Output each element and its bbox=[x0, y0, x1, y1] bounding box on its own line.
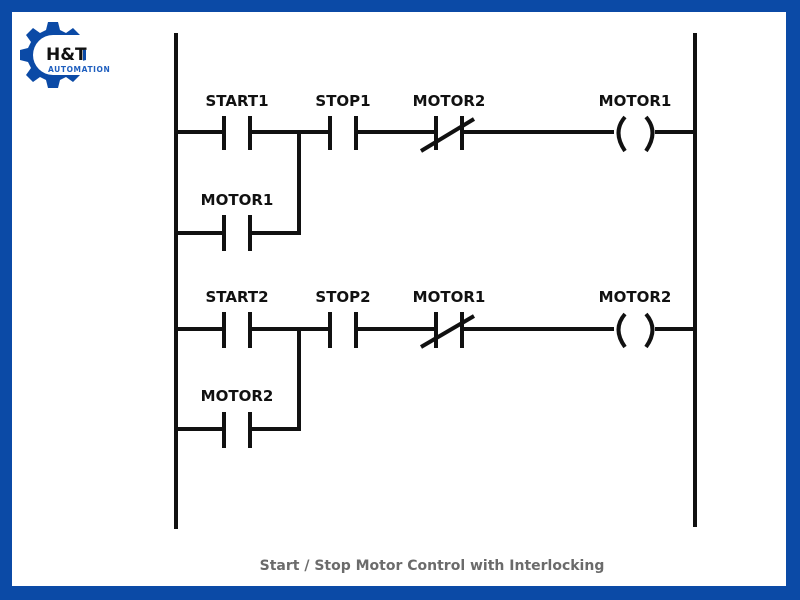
contact-stop2 bbox=[328, 312, 358, 348]
label-start2: START2 bbox=[205, 288, 268, 306]
label-stop1: STOP1 bbox=[315, 92, 370, 110]
branch-motor1 bbox=[176, 130, 301, 251]
coil-motor2 bbox=[616, 312, 655, 349]
contact-stop1 bbox=[328, 116, 358, 150]
label-motor2-nc: MOTOR2 bbox=[413, 92, 486, 110]
label-stop2: STOP2 bbox=[315, 288, 370, 306]
label-motor1-nc: MOTOR1 bbox=[413, 288, 486, 306]
gear-icon bbox=[20, 22, 86, 88]
contact-start2 bbox=[222, 312, 252, 348]
contact-motor1-nc bbox=[419, 312, 476, 349]
coil-motor1 bbox=[616, 115, 655, 153]
label-branch-motor1: MOTOR1 bbox=[201, 191, 274, 209]
logo-subtitle: AUTOMATION bbox=[48, 65, 110, 74]
label-branch-motor2: MOTOR2 bbox=[201, 387, 274, 405]
diagram-caption: Start / Stop Motor Control with Interloc… bbox=[260, 558, 605, 574]
rung-1 bbox=[176, 115, 695, 251]
diagram-canvas bbox=[12, 12, 786, 586]
contact-start1 bbox=[222, 116, 252, 150]
logo-brand: H&T bbox=[46, 45, 87, 65]
label-start1: START1 bbox=[205, 92, 268, 110]
contact-motor2-nc bbox=[419, 116, 476, 153]
branch-motor2 bbox=[176, 327, 301, 448]
logo: H&T AUTOMATION bbox=[20, 22, 110, 88]
label-coil-motor2: MOTOR2 bbox=[599, 288, 672, 306]
label-coil-motor1: MOTOR1 bbox=[599, 92, 672, 110]
rung-2 bbox=[176, 312, 695, 448]
